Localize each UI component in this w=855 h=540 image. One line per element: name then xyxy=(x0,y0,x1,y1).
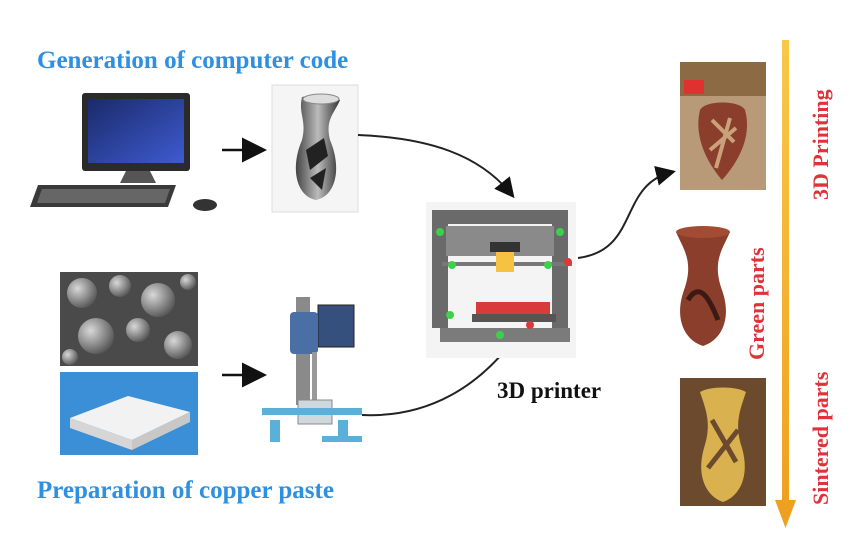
arrow-model-to-printer xyxy=(357,134,515,199)
green-part-photo xyxy=(676,226,730,346)
code-generation-label: Generation of computer code xyxy=(37,47,349,74)
paste-mixer-icon xyxy=(262,297,362,442)
desktop-computer-icon xyxy=(30,93,217,211)
printing-photo xyxy=(680,62,766,190)
paste-preparation-label: Preparation of copper paste xyxy=(37,477,334,504)
copper-powder-micrograph xyxy=(60,272,198,366)
process-timeline-arrow xyxy=(775,40,796,528)
3d-printer-icon xyxy=(426,202,576,358)
arrow-printer-to-print xyxy=(577,166,676,259)
vase-model-icon xyxy=(271,84,359,213)
printer-label: 3D printer xyxy=(497,378,602,403)
wax-binder-photo xyxy=(60,372,198,455)
sintered-part-photo xyxy=(680,378,766,506)
